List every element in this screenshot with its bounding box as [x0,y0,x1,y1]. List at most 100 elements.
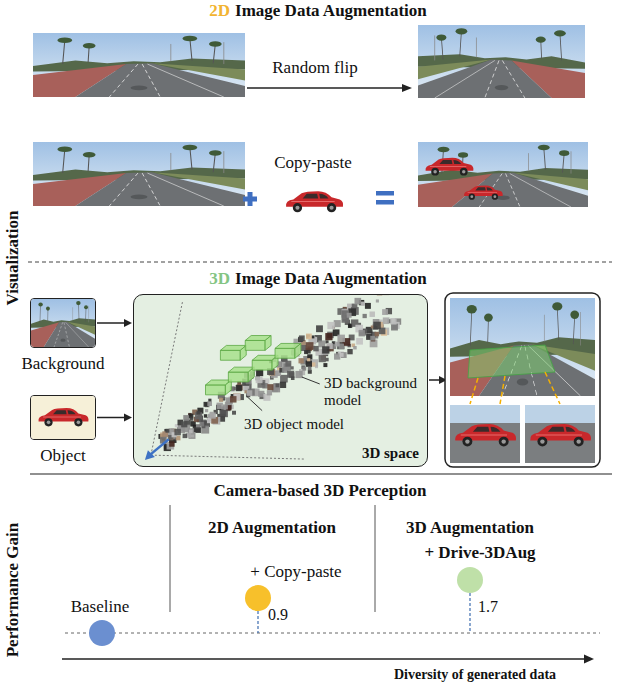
rendered-output-use [450,298,595,396]
image-caption: Background [21,355,104,374]
object-box [220,350,240,360]
voxel [347,349,352,354]
text-label: + Copy-paste [250,562,341,582]
image-caption: Object [40,447,85,466]
voxel [316,325,323,332]
voxel [267,384,273,390]
background-thumbnail-use [31,299,95,347]
object-car [286,191,343,212]
voxel [377,295,383,296]
voxel-cloud [158,295,401,451]
heading-accent: 2D [209,1,230,21]
camera-arrow [145,439,169,460]
voxel [167,442,175,450]
drive-3daug-dot [457,567,483,593]
voxel [306,334,312,340]
voxel [219,398,223,402]
voxel [359,330,365,336]
voxel [207,401,212,406]
road-photos-use [464,186,503,200]
voxel [197,408,203,414]
plus-symbol-rect [248,192,253,206]
voxel [285,361,291,367]
model-label: 3D object model [244,416,344,433]
voxel [205,409,208,412]
voxel [371,325,374,328]
voxel [165,429,169,433]
voxel [325,333,332,340]
equals-symbol-rect [376,200,394,205]
road-photos-use [33,33,245,97]
baseline-level [65,633,600,634]
voxel [319,355,326,362]
road-photos-use [418,142,588,207]
rendered-output-use [530,424,591,447]
voxel [220,410,227,417]
voxel [322,346,329,353]
voxel [375,332,380,337]
flip-arrow-path [247,87,404,89]
voxel [174,429,180,435]
section-heading: + Drive-3DAug [424,543,535,563]
model-label: 3D background model [324,375,424,408]
heading-row: 3DImage Data Augmentation [209,269,427,289]
text-label: Random flip [272,58,357,78]
voxel [190,421,195,426]
voxel [376,299,379,302]
section-heading: Diversity of generated data [394,667,556,683]
voxel [169,441,174,446]
voxel [370,336,375,341]
voxel [373,322,380,329]
voxel [280,375,288,383]
section-separator [170,505,375,612]
connector [97,319,132,327]
voxel [298,358,303,363]
object-box [206,385,226,395]
voxel [306,342,314,350]
axis-title: Visualization [3,211,23,306]
voxel [334,353,340,359]
voxel [232,411,236,415]
voxel [300,345,306,351]
object-box [228,372,248,382]
connector-line [97,417,126,419]
heading-accent: 3D [209,269,230,289]
voxel [347,313,352,318]
voxel [356,338,363,345]
section-heading: Camera-based 3D Perception [213,481,426,501]
voxel [299,335,305,341]
plus-symbol [243,192,257,206]
object-thumbnail [31,396,95,439]
equals-symbol [376,191,394,205]
voxel [382,309,388,315]
object-thumbnail-rect [31,396,95,439]
rendered-output-rect [445,293,600,467]
voxel [313,346,318,351]
rendered-output-polygon [468,345,555,378]
voxel [291,376,295,380]
text-label: 1.7 [478,598,498,616]
baseline-dot [89,620,115,646]
text-label: Baseline [71,597,130,617]
voxel [307,358,310,361]
voxel [200,422,205,427]
flip-arrow-polygon [402,84,412,92]
heading-row: 2DImage Data Augmentation [209,1,427,21]
object-box [245,340,265,350]
voxel [323,363,327,367]
x-axis-path [62,658,585,660]
camera-arrow-path [151,439,169,454]
voxel [327,322,334,329]
rendered-output [445,293,600,467]
voxel [311,335,314,338]
object-box [265,336,271,351]
connector [97,414,132,422]
voxel [276,384,280,388]
x-axis-polygon [584,655,594,664]
camera-arrow-polygon [145,450,155,460]
divider-solid [30,473,612,474]
gain-drop-line [258,593,470,633]
voxel [195,427,201,433]
object-boxes [206,336,301,395]
